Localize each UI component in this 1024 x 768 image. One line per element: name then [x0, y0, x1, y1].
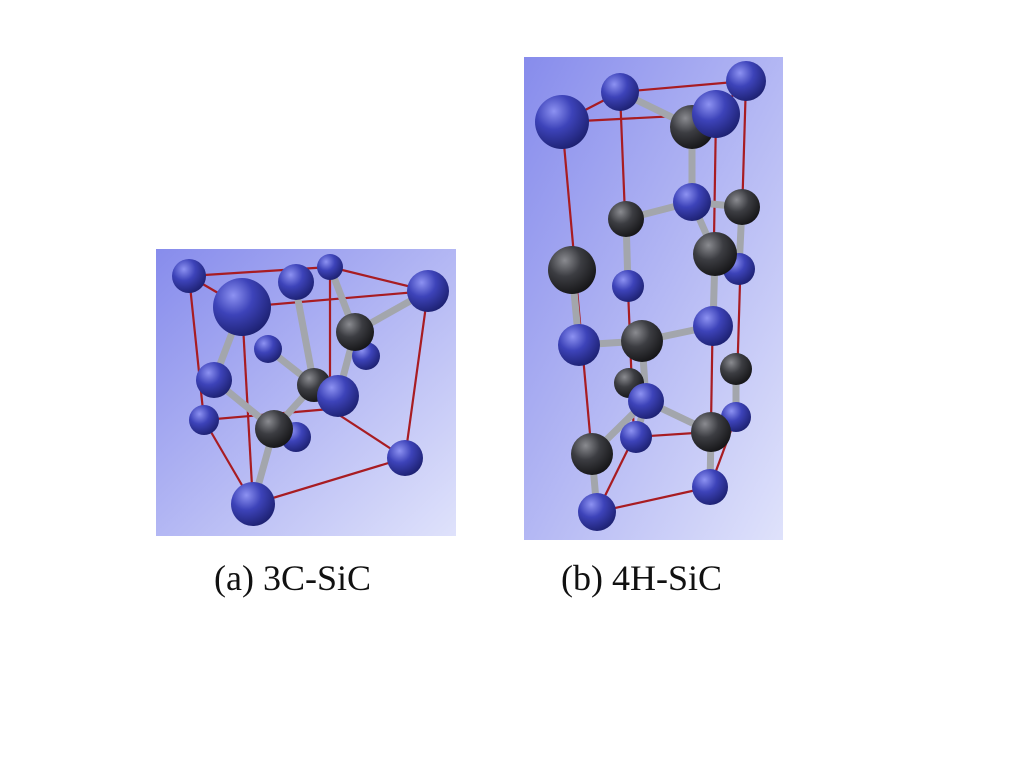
- atom-c: [255, 410, 293, 448]
- atom-c: [548, 246, 596, 294]
- atom-si: [535, 95, 589, 149]
- atom-c: [621, 320, 663, 362]
- atom-si: [189, 405, 219, 435]
- atom-si: [726, 61, 766, 101]
- atom-si: [673, 183, 711, 221]
- atom-si: [558, 324, 600, 366]
- atom-si: [693, 306, 733, 346]
- 4h-sic-crystal-structure-image: [524, 57, 783, 540]
- atom-c: [571, 433, 613, 475]
- panel-4h-sic-structure: [524, 57, 783, 540]
- atom-si: [387, 440, 423, 476]
- atom-si: [317, 375, 359, 417]
- caption-3c-sic: (a) 3C-SiC: [214, 558, 371, 598]
- atom-si: [628, 383, 664, 419]
- atom-si: [172, 259, 206, 293]
- atom-si: [213, 278, 271, 336]
- atom-c: [693, 232, 737, 276]
- atom-c: [608, 201, 644, 237]
- atom-si: [578, 493, 616, 531]
- atom-si: [407, 270, 449, 312]
- atom-c: [720, 353, 752, 385]
- atom-si: [278, 264, 314, 300]
- atom-si: [692, 90, 740, 138]
- atoms: [535, 61, 766, 531]
- atom-c: [691, 412, 731, 452]
- atom-c: [336, 313, 374, 351]
- atom-si: [692, 469, 728, 505]
- atom-si: [612, 270, 644, 302]
- 3c-sic-crystal-structure-image: [156, 249, 456, 536]
- atom-c: [724, 189, 760, 225]
- caption-4h-sic: (b) 4H-SiC: [561, 558, 722, 598]
- atom-si: [317, 254, 343, 280]
- atom-si: [231, 482, 275, 526]
- atoms: [172, 254, 449, 526]
- atom-si: [254, 335, 282, 363]
- panel-3c-sic-structure: [156, 249, 456, 536]
- atom-si: [601, 73, 639, 111]
- atom-si: [196, 362, 232, 398]
- atom-si: [620, 421, 652, 453]
